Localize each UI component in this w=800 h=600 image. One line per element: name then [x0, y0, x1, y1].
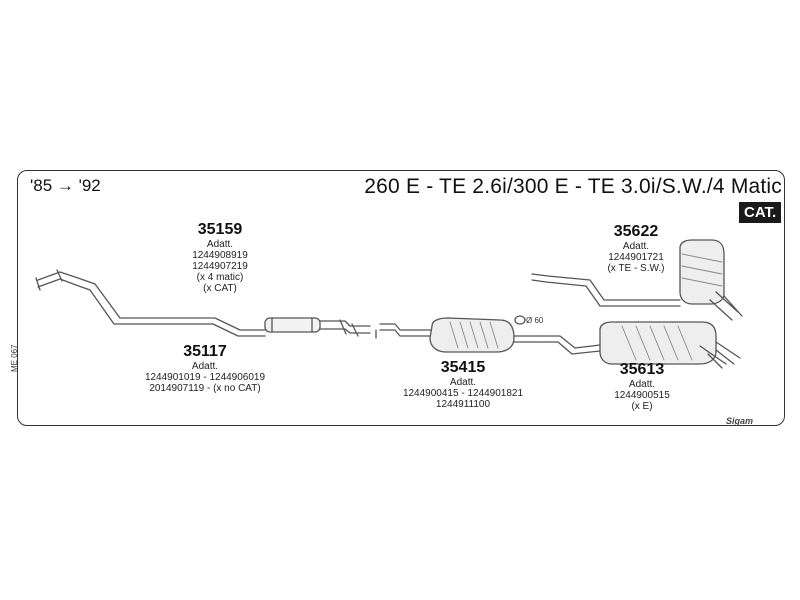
- part-line: 1244900415 - 1244901821: [402, 388, 524, 399]
- front-resonator: [264, 317, 371, 337]
- part-line: 1244901019 - 1244906019: [144, 372, 266, 383]
- part-line: Adatt.: [622, 241, 650, 252]
- brand-logo: Sigam: [726, 416, 754, 426]
- middle-muffler-35415: [375, 315, 541, 353]
- part-line: 2014907119 - (x no CAT): [149, 383, 261, 394]
- part-number: 35117: [183, 343, 227, 360]
- part-label-35415: 35415 Adatt. 1244900415 - 1244901821 124…: [378, 358, 548, 410]
- catalog-code: ME 067: [10, 344, 19, 372]
- part-number: 35613: [619, 361, 665, 378]
- part-label-35613: 35613 Adatt. 1244900515 (x E): [592, 360, 692, 412]
- rear-muffler-35622: [531, 239, 743, 321]
- part-line: (x 4 matic): [196, 272, 244, 283]
- year-range: '85 → '92: [30, 176, 101, 195]
- part-line: 1244901721: [608, 252, 664, 263]
- part-number: 35159: [197, 221, 243, 238]
- part-line: 1244911100: [435, 399, 491, 410]
- part-line: Adatt.: [191, 361, 219, 372]
- front-pipe-35117: [37, 271, 266, 337]
- part-line: 1244907219: [192, 261, 248, 272]
- part-line: 1244900515: [614, 390, 670, 401]
- cat-badge: CAT.: [739, 202, 782, 223]
- part-line: 1244908919: [192, 250, 248, 261]
- part-label-35159: 35159 Adatt. 1244908919 1244907219 (x 4 …: [170, 220, 270, 294]
- part-number: 35622: [613, 223, 659, 240]
- part-number: 35415: [440, 359, 486, 376]
- diagram-frame: [17, 170, 785, 426]
- part-line: (x TE - S.W.): [607, 263, 665, 274]
- part-line: Adatt.: [449, 377, 477, 388]
- part-line: (x CAT): [203, 283, 237, 294]
- part-label-35117: 35117 Adatt. 1244901019 - 1244906019 201…: [120, 342, 290, 394]
- vehicle-models-title: 260 E - TE 2.6i/300 E - TE 3.0i/S.W./4 M…: [364, 175, 782, 198]
- rear-muffler-35613: [539, 321, 741, 369]
- part-line: Adatt.: [206, 239, 234, 250]
- front-pipe-flange: [35, 269, 63, 291]
- part-line: Adatt.: [628, 379, 656, 390]
- diameter-note: Ø 60: [526, 316, 544, 325]
- part-line: (x E): [631, 401, 653, 412]
- part-label-35622: 35622 Adatt. 1244901721 (x TE - S.W.): [586, 222, 686, 274]
